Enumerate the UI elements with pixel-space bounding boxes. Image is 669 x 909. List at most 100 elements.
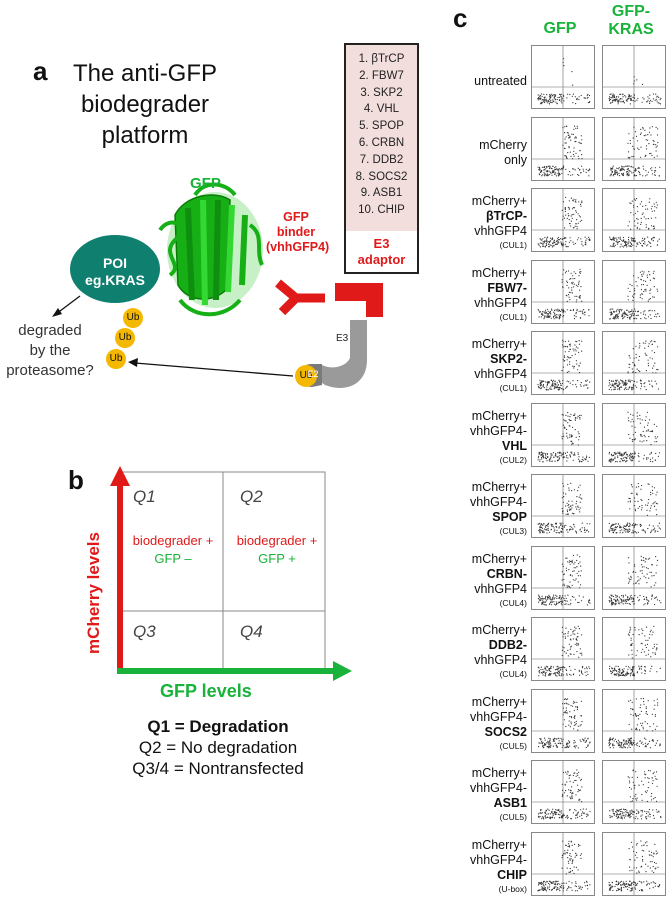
q1-text: GFP –: [154, 551, 192, 566]
facs-plot-gfp-kras: [602, 45, 666, 109]
row-cullin-label: (CUL1): [499, 311, 527, 322]
e3-item: 10. CHIP: [358, 204, 405, 217]
row-label-line: vhhGFP4-: [470, 852, 527, 867]
ub-circle: [106, 349, 126, 369]
facs-plot-gfp: [531, 545, 595, 610]
degraded-line: proteasome?: [6, 362, 94, 379]
row-label-line: mCherry+: [471, 337, 527, 351]
row-label-line: mCherry+: [471, 694, 527, 709]
title-line: biodegrader: [80, 91, 210, 118]
facs-plot-gfp: [531, 617, 595, 681]
facs-plot-gfp: [531, 116, 595, 181]
row-cullin-label: (CUL1): [499, 383, 527, 393]
q1-text: biodegrader +: [132, 533, 214, 548]
e3-item: 4. VHL: [363, 103, 400, 116]
row-label-line: vhhGFP4: [474, 653, 527, 667]
row-label-line: mCherry+: [471, 623, 527, 637]
row-label: mCherry+vhhGFP4-VHL(CUL2): [407, 409, 527, 466]
facs-plot-gfp-kras: [602, 545, 666, 610]
quadrant-q2-label: Q2: [240, 487, 263, 506]
q1-description: biodegrader + GFP –: [118, 532, 228, 568]
col-header-line: GFP-: [611, 3, 651, 20]
row-cullin-label: (CUL5): [499, 740, 527, 751]
row-label: mCherry+βTrCP-vhhGFP4 (CUL1): [407, 194, 527, 251]
row-label-line: SOCS2: [484, 724, 527, 739]
row-label: mCherry+vhhGFP4-CHIP(U-box): [407, 838, 527, 895]
facs-plot-gfp-kras: [602, 188, 666, 252]
poi-label: POI eg.KRAS: [70, 255, 160, 289]
e3-item: 1. βTrCP: [358, 53, 405, 65]
q2-text: GFP +: [258, 551, 296, 566]
row-cullin-label: (CUL5): [499, 812, 527, 822]
gfp-binder-icon: [275, 279, 325, 316]
facs-plot-gfp: [531, 402, 595, 467]
e3-item: 8. SOCS2: [355, 170, 408, 183]
row-label-line: mCherry: [479, 137, 527, 152]
row-label-line: SPOP: [492, 510, 527, 524]
row-cullin-label: (CUL1): [499, 240, 527, 250]
ub-circle: [123, 308, 143, 328]
row-label-line: vhhGFP4: [474, 224, 527, 238]
row-label-line: mCherry+: [471, 194, 527, 208]
e3-item: 9. ASB1: [360, 187, 403, 200]
row-label: mCherry+CRBN-vhhGFP4(CUL4): [407, 552, 527, 609]
row-label-line: mCherry+: [471, 551, 527, 566]
row-label-line: CHIP: [497, 867, 527, 882]
facs-plot-gfp: [531, 45, 595, 109]
row-label-line: vhhGFP4-: [470, 781, 527, 795]
row-label-line: mCherry+: [471, 265, 527, 280]
row-label-line: DDB2-: [488, 638, 527, 652]
row-label: mCherry+FBW7-vhhGFP4(CUL1): [407, 266, 527, 323]
quadrant-plot: [110, 466, 352, 681]
row-label: untreated: [407, 74, 527, 89]
e3-adaptor-label: E3 adaptor: [346, 231, 417, 268]
title-line: The anti-GFP: [72, 60, 218, 87]
row-label-line: mCherry+: [471, 766, 527, 780]
row-label-line: mCherry+: [471, 837, 527, 852]
row-label-line: vhhGFP4: [474, 295, 527, 310]
ub-circle: [115, 328, 135, 348]
gfp-label: GFP: [190, 175, 221, 192]
facs-plot-gfp-kras: [602, 116, 666, 181]
x-axis-label: GFP levels: [160, 681, 252, 701]
y-axis-label: mCherry levels: [84, 532, 103, 654]
legend-line: Q1 = Degradation: [147, 717, 289, 736]
facs-plot-gfp-kras: [602, 831, 666, 896]
facs-plot-gfp: [531, 688, 595, 753]
row-label-line: untreated: [474, 73, 527, 88]
e3-adaptor-box: 1. βTrCP 2. FBW7 3. SKP2 4. VHL 5. SPOP …: [344, 43, 419, 274]
quadrant-q3-label: Q3: [133, 622, 156, 641]
ub-circle: [295, 365, 317, 387]
row-label-line: βTrCP-: [486, 209, 527, 223]
facs-plot-gfp: [531, 474, 595, 538]
e3-item: 6. CRBN: [358, 136, 405, 149]
col-header-line: KRAS: [608, 21, 654, 38]
row-label: mCherry+DDB2-vhhGFP4(CUL4): [407, 623, 527, 680]
degraded-label: degraded by the proteasome?: [0, 321, 105, 381]
panel-a-title: The anti-GFP biodegrader platform: [50, 58, 240, 151]
e3-item: 7. DDB2: [359, 153, 404, 166]
facs-plot-gfp-kras: [602, 331, 666, 395]
ub-label: Ub: [118, 332, 132, 343]
panel-b-letter: b: [68, 465, 84, 495]
column-header-gfp: GFP: [543, 20, 577, 37]
facs-plot-gfp: [531, 760, 595, 824]
panel-c-letter: c: [453, 3, 468, 33]
row-label-line: only: [504, 152, 527, 167]
e3-adaptor-line: E3: [373, 236, 390, 251]
e2-label: E2: [307, 369, 319, 379]
row-label-line: vhhGFP4-: [470, 709, 527, 724]
row-label-line: vhhGFP4-: [470, 423, 527, 438]
row-cullin-label: (CUL4): [499, 597, 527, 608]
poi-ellipse: [70, 235, 160, 303]
row-label-line: FBW7-: [487, 280, 527, 295]
quadrant-q1-label: Q1: [133, 487, 156, 506]
row-label-line: mCherry+: [471, 480, 527, 494]
facs-plot-gfp-kras: [602, 760, 666, 824]
poi-line: eg.KRAS: [85, 272, 145, 288]
row-cullin-label: (CUL2): [499, 454, 527, 465]
row-label-line: vhhGFP4: [474, 581, 527, 596]
quadrant-q4-label: Q4: [240, 622, 263, 641]
row-cullin-label: (CUL3): [499, 526, 527, 536]
